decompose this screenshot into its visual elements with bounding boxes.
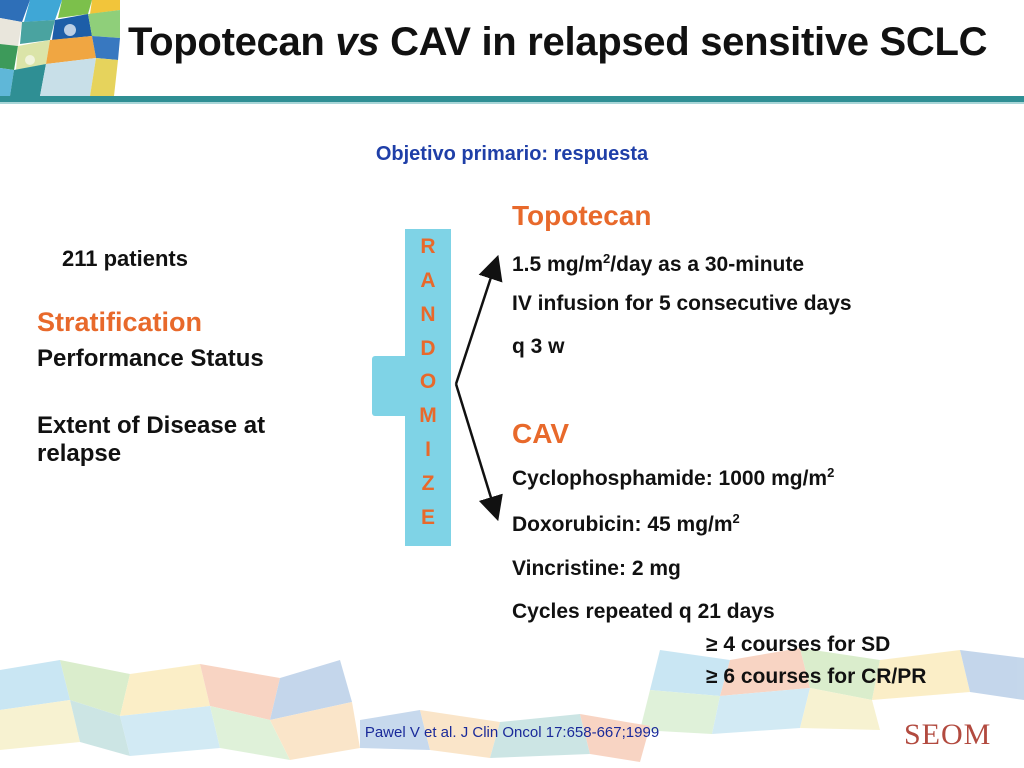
seom-logo: SEOM xyxy=(904,718,992,751)
randomization-arrows xyxy=(454,254,503,522)
topotecan-infusion: IV infusion for 5 consecutive days xyxy=(512,292,852,315)
stratification-item: Performance Status xyxy=(37,345,264,372)
randomize-letter: E xyxy=(420,506,435,529)
randomize-letter: A xyxy=(420,269,436,292)
randomize-letter: O xyxy=(419,370,437,393)
stratification-heading: Stratification xyxy=(37,307,203,337)
randomize-letter: M xyxy=(419,404,437,427)
topotecan-dose: 1.5 mg/m2/day as a 30-minute xyxy=(512,251,805,276)
randomize-box: R A N D O M I Z E xyxy=(405,229,451,546)
randomize-letter: N xyxy=(420,303,436,326)
patient-count: 211 patients xyxy=(62,246,188,271)
arrow-to-topotecan xyxy=(454,254,503,385)
mosaic-footer-decoration xyxy=(0,648,1024,762)
title-divider-light xyxy=(0,102,1024,104)
primary-objective: Objetivo primario: respuesta xyxy=(375,143,649,165)
slide-title: Topotecan vs CAV in relapsed sensitive S… xyxy=(128,20,988,64)
citation: Pawel V et al. J Clin Oncol 17:658-667;1… xyxy=(364,724,660,741)
randomize-letter: D xyxy=(420,337,436,360)
courses-sd: ≥ 4 courses for SD xyxy=(706,633,891,656)
vincristine-dose: Vincristine: 2 mg xyxy=(512,557,681,580)
doxorubicin-dose: Doxorubicin: 45 mg/m2 xyxy=(512,511,740,536)
topotecan-schedule: q 3 w xyxy=(512,335,565,358)
topotecan-heading: Topotecan xyxy=(512,200,652,231)
cav-heading: CAV xyxy=(512,418,570,449)
randomize-letter: R xyxy=(420,235,436,258)
courses-crpr: ≥ 6 courses for CR/PR xyxy=(706,665,927,688)
stratification-item: Extent of Disease at relapse xyxy=(37,412,266,467)
title-divider xyxy=(0,96,1024,102)
mosaic-logo-image xyxy=(0,0,120,96)
randomize-tab xyxy=(372,356,408,416)
cycles-schedule: Cycles repeated q 21 days xyxy=(512,600,775,623)
arrow-to-cav xyxy=(454,383,503,522)
randomize-letter: Z xyxy=(421,472,435,495)
cyclophosphamide-dose: Cyclophosphamide: 1000 mg/m2 xyxy=(512,465,835,490)
randomize-letter: I xyxy=(425,438,431,461)
